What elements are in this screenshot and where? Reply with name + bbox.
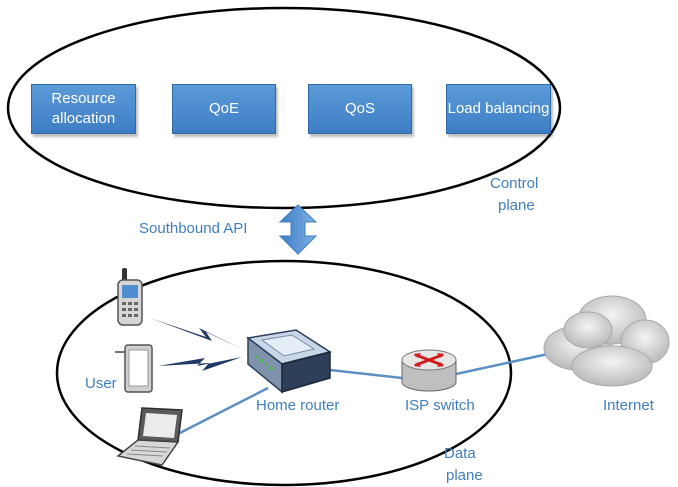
- wireless-link-icon-phone: [150, 318, 244, 350]
- control-plane-ellipse: [6, 6, 562, 210]
- qos-box: QoS: [308, 84, 412, 134]
- qoe-box: QoE: [172, 84, 276, 134]
- wireless-link-icon-tablet: [158, 357, 242, 371]
- internet-cloud-icon: [543, 295, 670, 387]
- isp-switch-label: ISP switch: [405, 397, 475, 414]
- isp-switch-icon: [401, 349, 457, 392]
- phone-icon: [117, 268, 143, 326]
- internet-label: Internet: [603, 397, 654, 414]
- southbound-api-label: Southbound API: [139, 220, 248, 237]
- control-plane-label-line2: plane: [498, 197, 535, 214]
- control-plane-label-line1: Control: [490, 175, 539, 192]
- data-plane-label-line1: Data: [444, 445, 476, 462]
- laptop-to-router-link: [171, 386, 269, 439]
- load-balancing-box: Load balancing: [446, 84, 551, 134]
- user-label: User: [85, 375, 117, 392]
- home-router-icon: [246, 329, 332, 394]
- tablet-icon: [115, 344, 153, 393]
- data-plane-label-line2: plane: [446, 467, 483, 484]
- data-plane-ellipse: [55, 259, 513, 487]
- home-router-label: Home router: [256, 397, 340, 414]
- laptop-icon: [116, 407, 183, 466]
- switch-to-internet-link: [455, 352, 549, 376]
- southbound-api-arrow: [278, 204, 318, 255]
- resource-allocation-box: Resource allocation: [31, 84, 136, 134]
- router-to-switch-link: [329, 368, 403, 380]
